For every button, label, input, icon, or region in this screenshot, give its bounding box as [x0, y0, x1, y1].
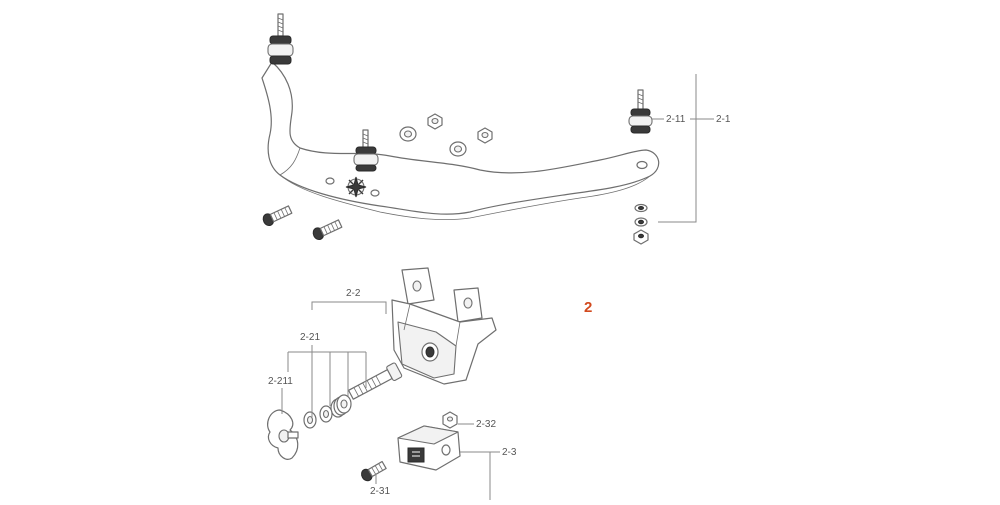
- section-number: 2: [584, 299, 592, 316]
- callout-2-32: 2-32: [476, 419, 496, 430]
- small-bolt: [361, 460, 387, 482]
- spring-and-washers: [303, 394, 352, 429]
- small-nut: [442, 411, 458, 429]
- callout-2-11: 2-11: [666, 114, 686, 125]
- left-top-bushing-stud: [267, 13, 294, 65]
- left-bolts: [262, 205, 343, 241]
- long-bolt: [347, 362, 403, 400]
- callout-2-2: 2-2: [346, 288, 361, 299]
- right-washer-nut-stack: [633, 203, 649, 245]
- cross-bar-frame: [261, 61, 660, 221]
- star-emblem-icon: [345, 176, 367, 198]
- callout-2-3: 2-3: [502, 447, 517, 458]
- center-bushing-stud: [353, 129, 379, 172]
- wing-knob-icon: [267, 409, 299, 460]
- loose-nuts-and-washers: [399, 113, 493, 157]
- callout-2-21: 2-21: [300, 332, 320, 343]
- callout-2-1: 2-1: [716, 114, 731, 125]
- clamp-block: [397, 425, 461, 471]
- callout-2-31: 2-31: [370, 486, 390, 497]
- right-bushing-stud: [628, 89, 653, 134]
- mount-bracket: [391, 267, 497, 385]
- leader-lines: [281, 74, 714, 500]
- callout-2-211: 2-211: [268, 376, 293, 387]
